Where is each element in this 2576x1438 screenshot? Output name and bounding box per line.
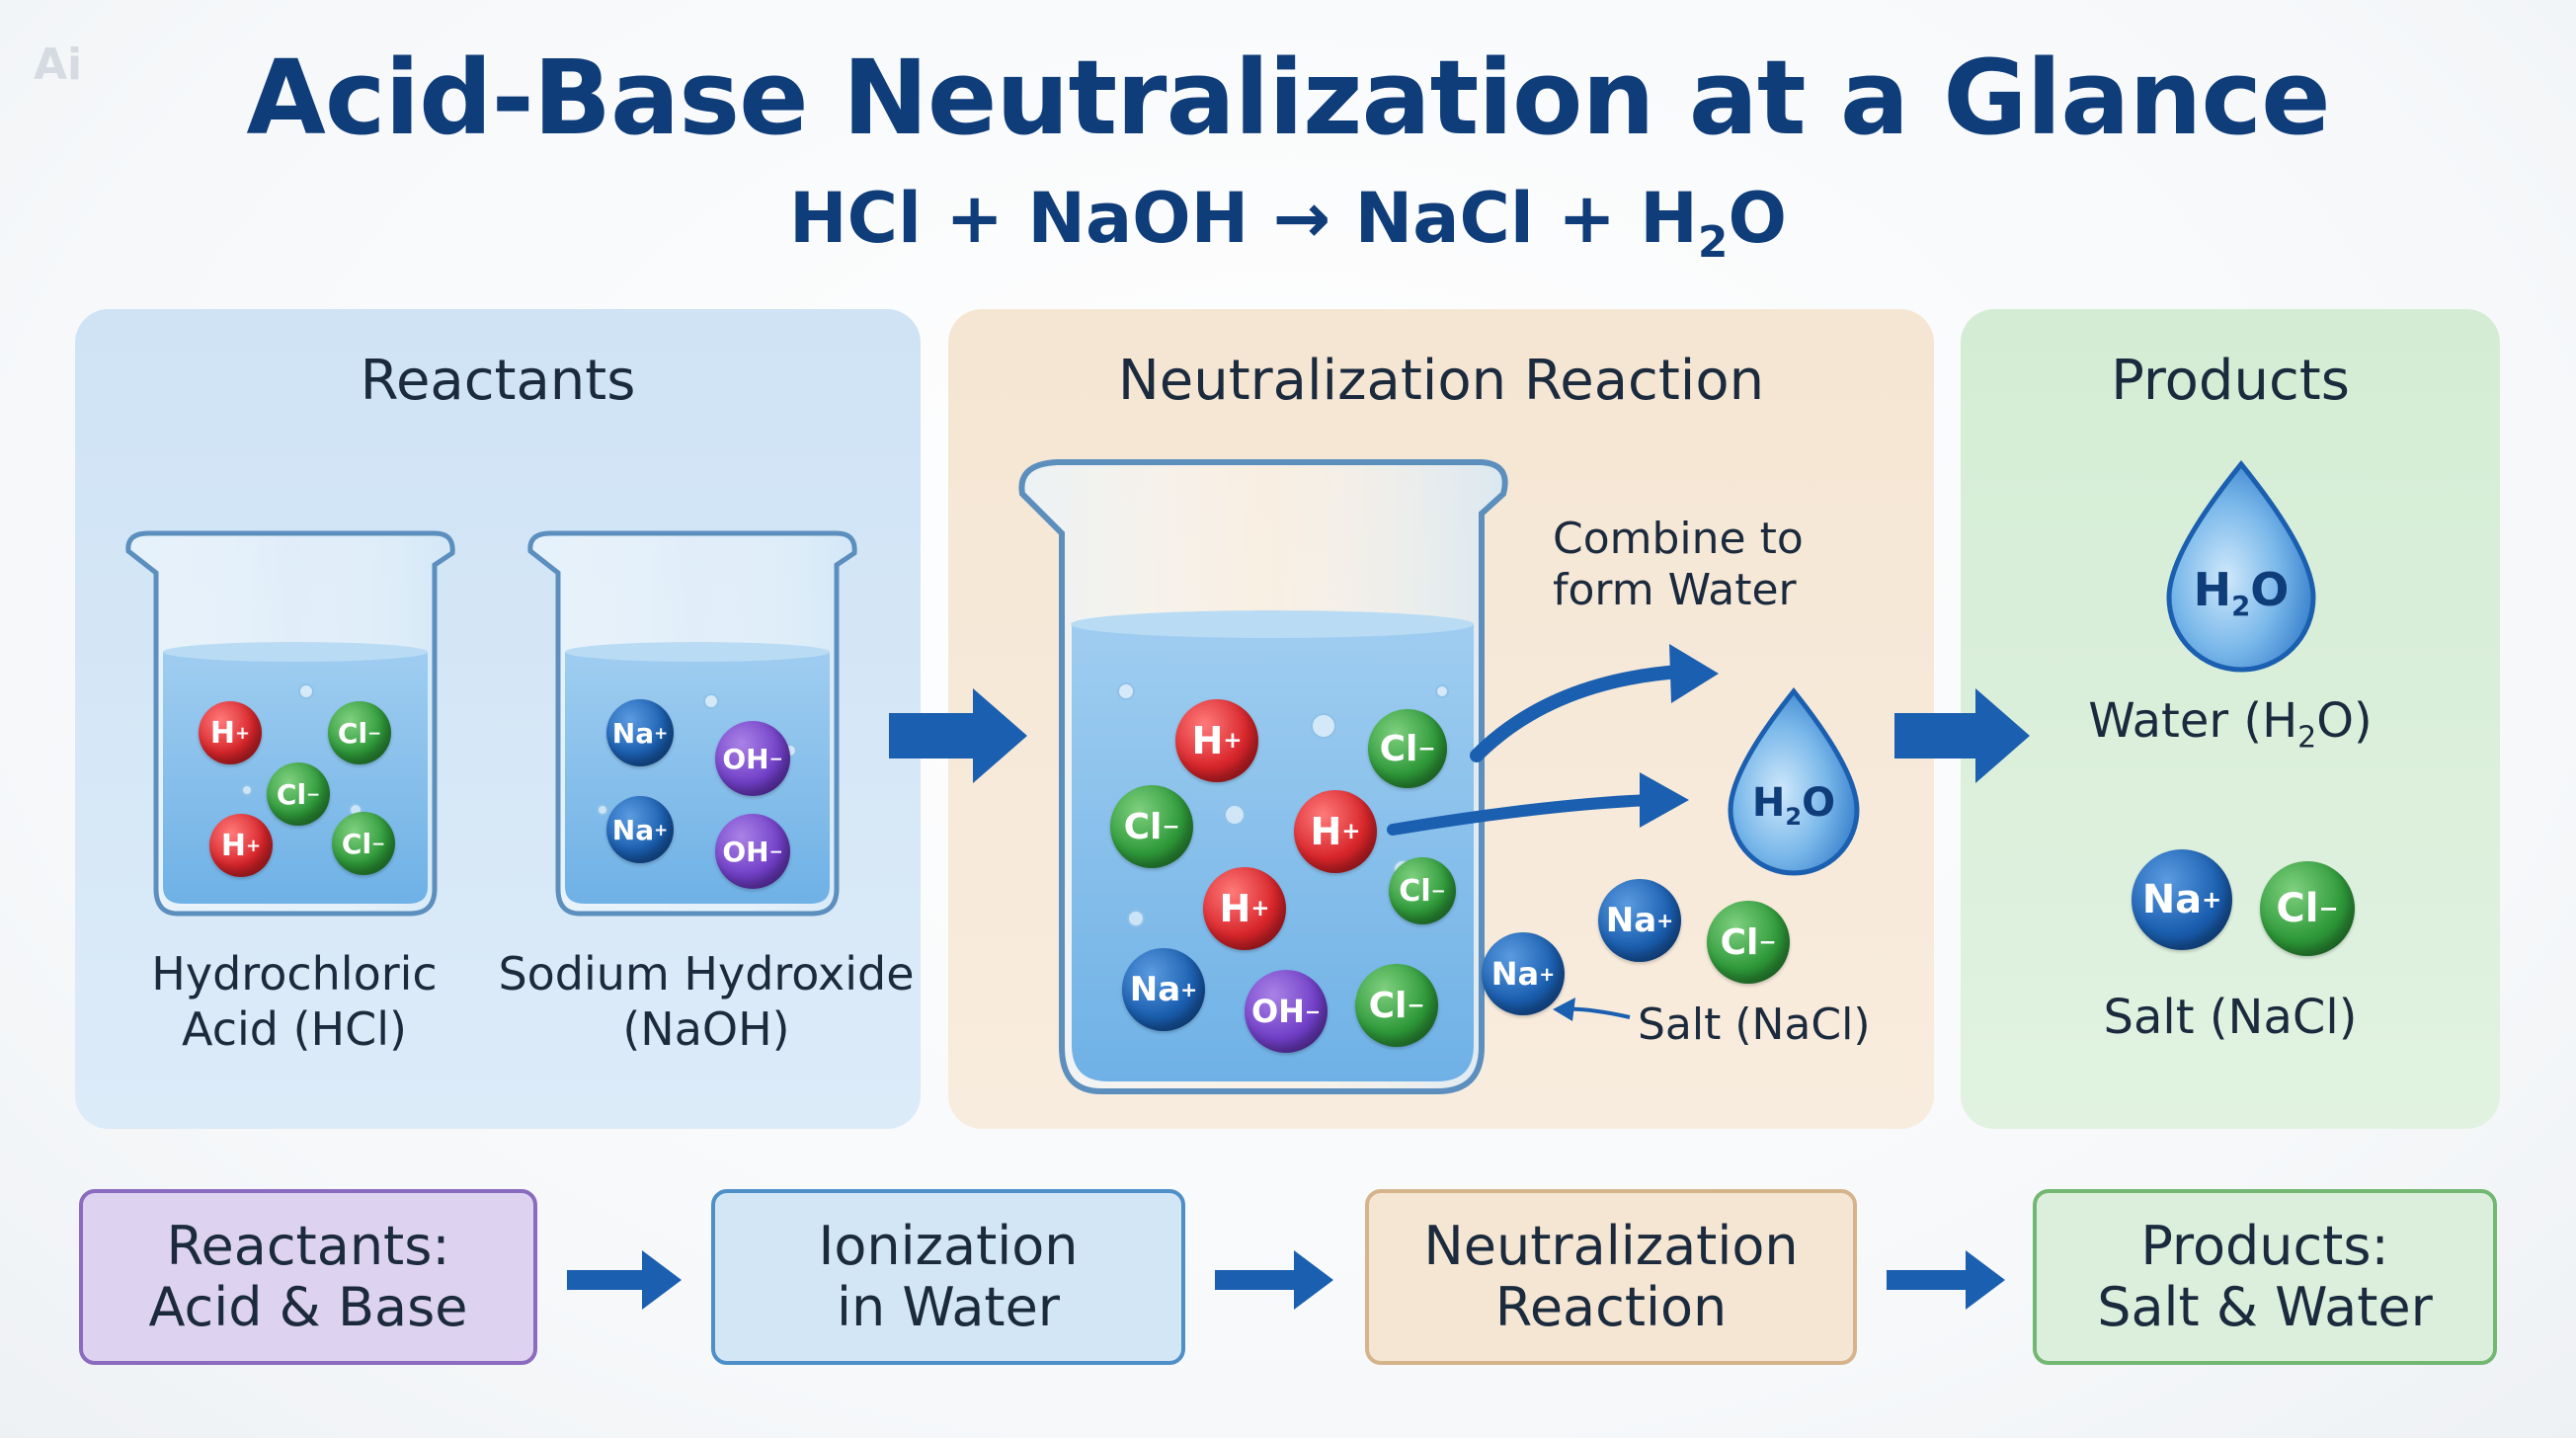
- products-heading: Products: [2111, 349, 2350, 413]
- chloride-ion: Cl−: [332, 812, 395, 875]
- equation-subscript: 2: [1697, 217, 1729, 268]
- step-arrows: [567, 1250, 2005, 1310]
- watermark-logo: Ai: [34, 40, 83, 90]
- sodium-ion: Na+: [1598, 879, 1681, 962]
- chloride-ion: Cl−: [267, 762, 330, 826]
- sodium-ion: Na+: [2132, 849, 2232, 950]
- chloride-ion: Cl−: [328, 701, 391, 764]
- hydroxide-ion: OH−: [1245, 970, 1328, 1053]
- water-label-products: Water (H2O): [2088, 693, 2373, 756]
- products-panel: Products: [1961, 309, 2500, 1129]
- acid-beaker: [125, 530, 455, 917]
- step-products: Products:Salt & Water: [2033, 1189, 2497, 1365]
- equation-right: O: [1728, 178, 1787, 259]
- base-caption: Sodium Hydroxide (NaOH): [498, 947, 915, 1056]
- acid-caption: Hydrochloric Acid (HCl): [151, 947, 438, 1056]
- equation-left: HCl + NaOH → NaCl + H: [789, 178, 1698, 259]
- hydrogen-ion: H+: [199, 701, 262, 764]
- sodium-ion: Na+: [606, 699, 674, 766]
- hydrogen-ion: H+: [1294, 790, 1377, 873]
- hydrogen-ion: H+: [1175, 699, 1258, 782]
- reactants-heading: Reactants: [360, 349, 636, 413]
- water-formula-reaction: H2O: [1751, 780, 1836, 831]
- water-drop-products: [2166, 460, 2316, 673]
- chloride-ion: Cl−: [1707, 901, 1790, 984]
- sodium-ion: Na+: [1482, 932, 1565, 1015]
- water-drop-reaction: [1728, 686, 1860, 876]
- hydrogen-ion: H+: [209, 814, 273, 877]
- chemical-equation: HCl + NaOH → NaCl + H2O: [0, 178, 2576, 268]
- page-title: Acid-Base Neutralization at a Glance: [246, 38, 2330, 158]
- sodium-ion: Na+: [606, 796, 674, 863]
- step-reactants: Reactants:Acid & Base: [79, 1189, 537, 1365]
- sodium-ion: Na+: [1122, 948, 1205, 1031]
- hydroxide-ion: OH−: [715, 721, 790, 796]
- hydroxide-ion: OH−: [715, 814, 790, 889]
- combine-arrows: [1387, 644, 1719, 1021]
- salt-label-products: Salt (NaCl): [2103, 990, 2358, 1045]
- combine-label: Combine to form Water: [1553, 514, 1804, 615]
- chloride-ion: Cl−: [1389, 857, 1456, 924]
- base-beaker: [527, 530, 857, 917]
- flow-arrows: [889, 688, 2030, 783]
- water-formula-products: H2O: [2193, 563, 2290, 623]
- reaction-beaker: [1018, 459, 1508, 1094]
- salt-label-reaction: Salt (NaCl): [1638, 999, 1871, 1050]
- chloride-ion: Cl−: [1110, 785, 1193, 868]
- hydrogen-ion: H+: [1203, 867, 1286, 950]
- reaction-heading: Neutralization Reaction: [1117, 349, 1765, 413]
- chloride-ion: Cl−: [2260, 861, 2355, 956]
- chloride-ion: Cl−: [1355, 964, 1438, 1047]
- chloride-ion: Cl−: [1368, 709, 1447, 788]
